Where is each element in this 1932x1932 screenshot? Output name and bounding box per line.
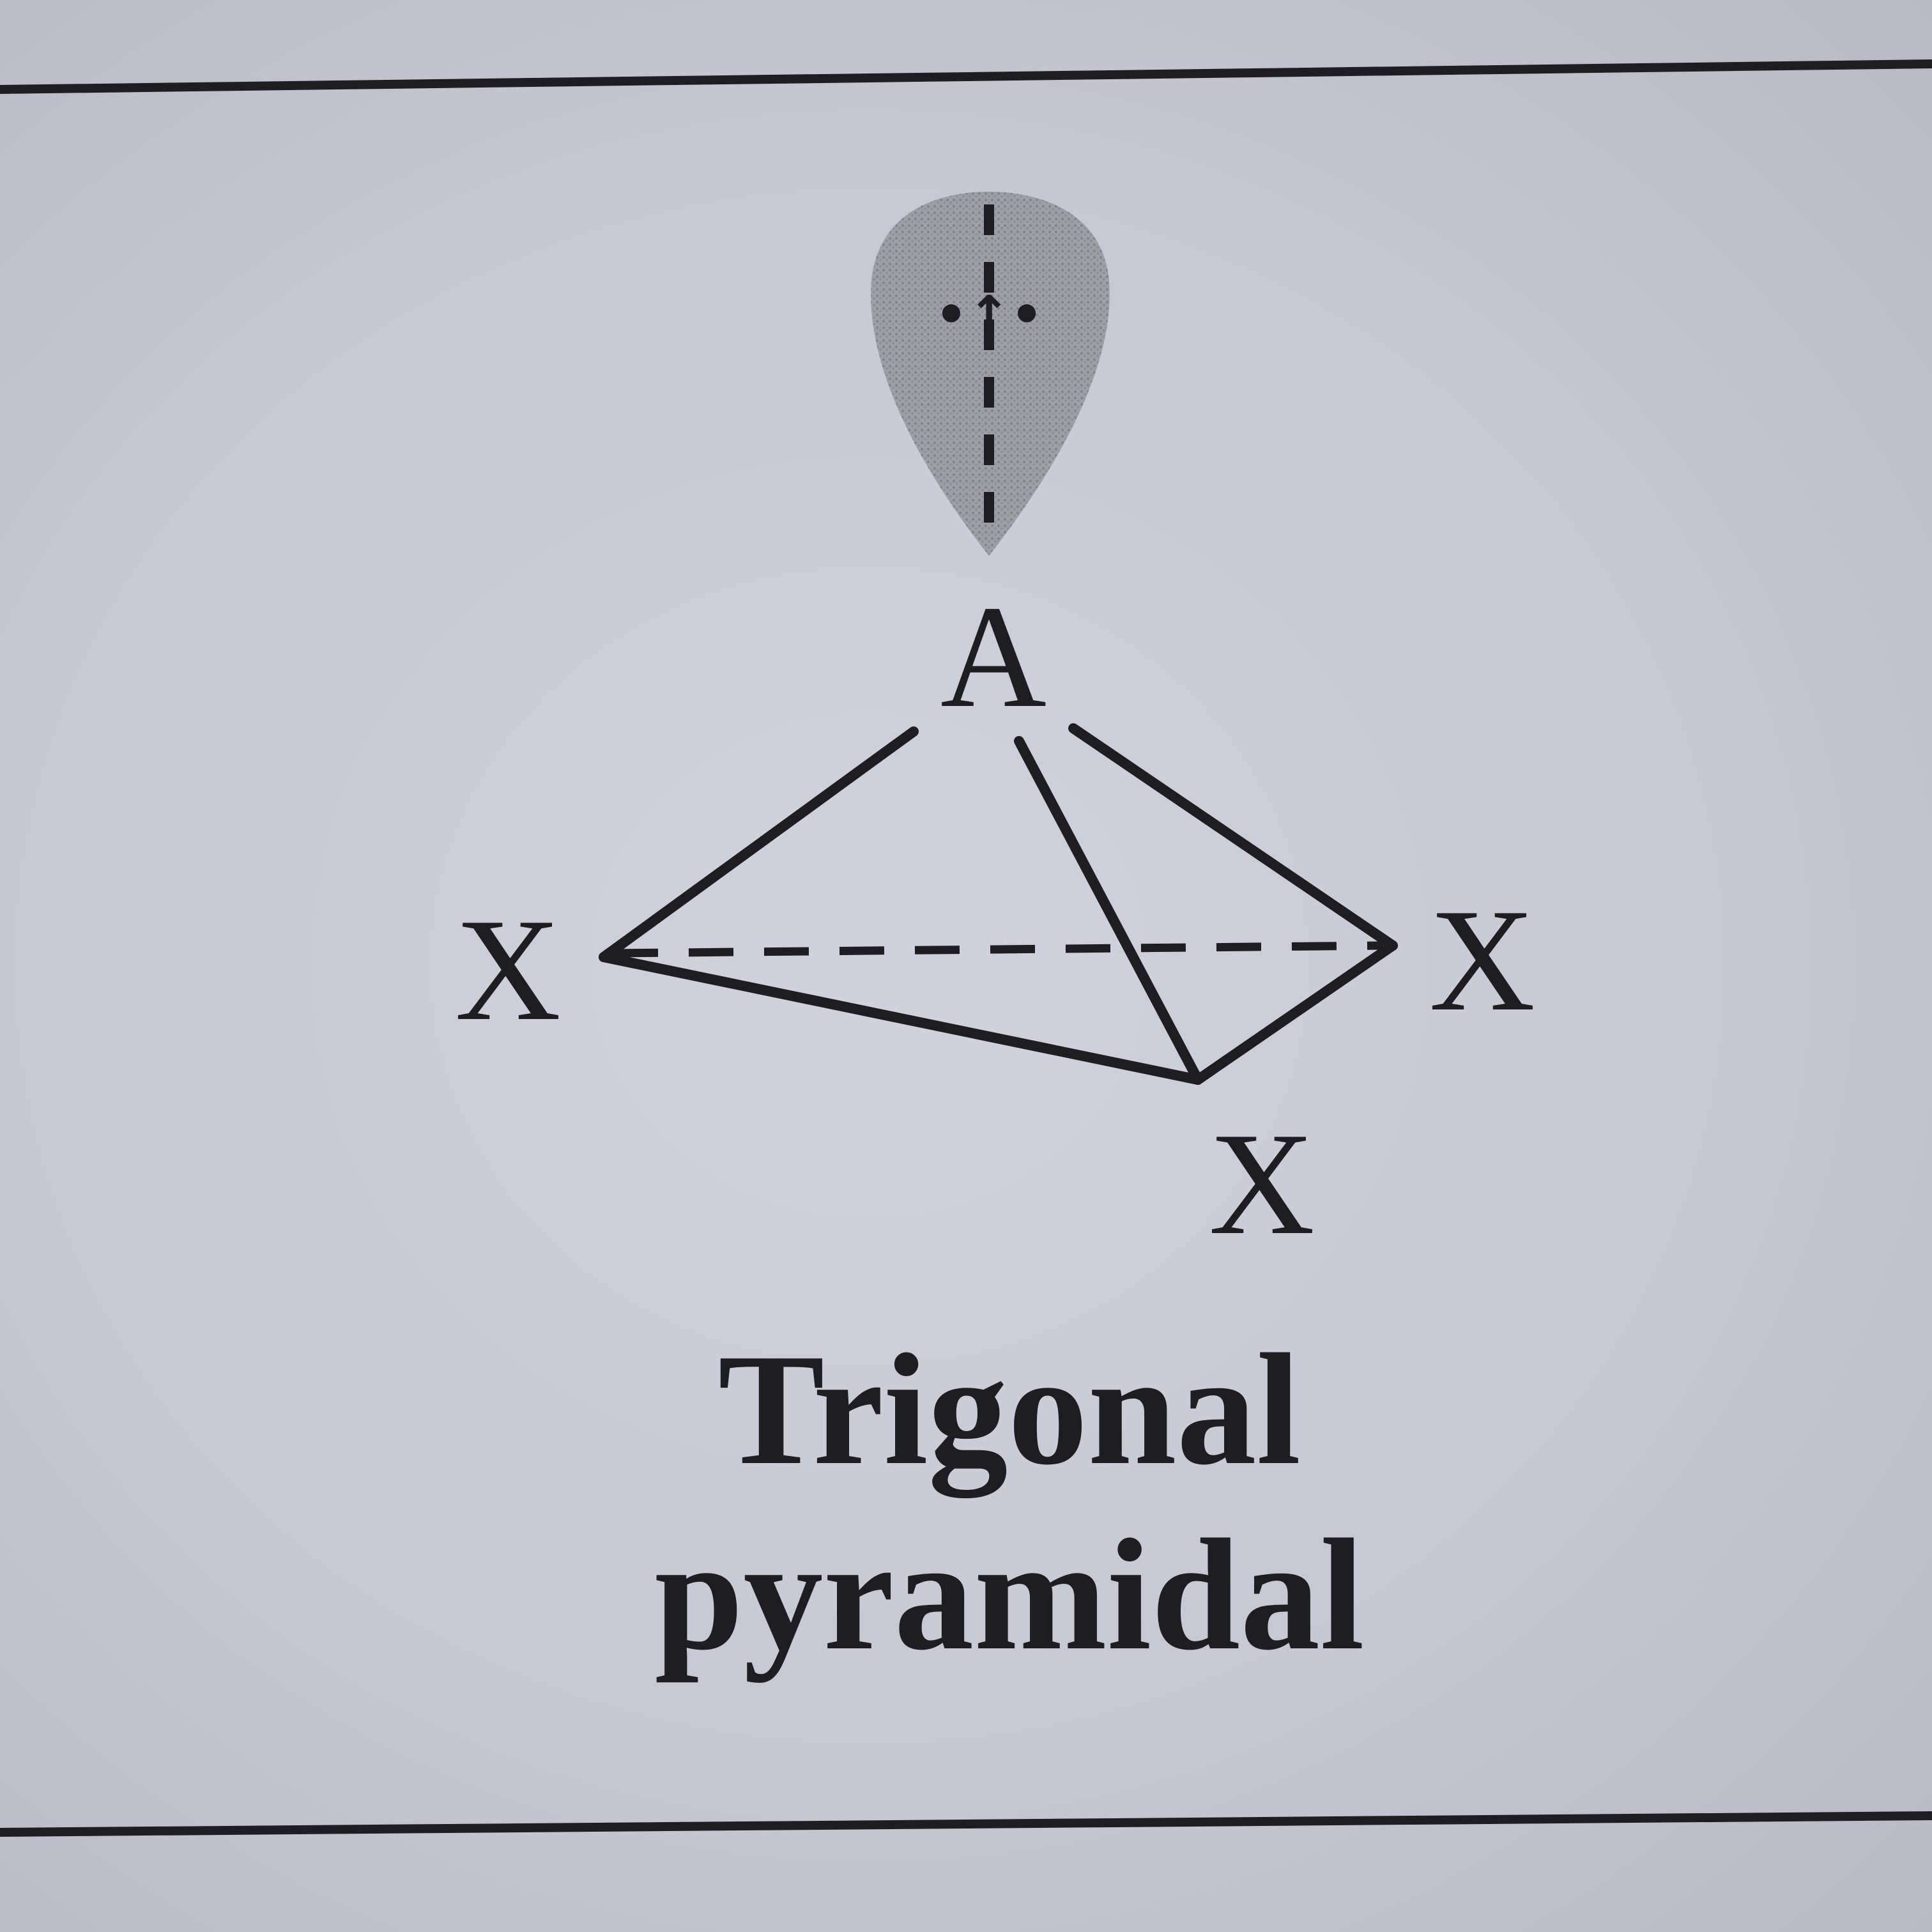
base-front-right [1193, 940, 1398, 1085]
caption-line-2: pyramidal [654, 1506, 1364, 1683]
central-atom-label: A [940, 575, 1046, 738]
ligand-label-left: X [455, 888, 561, 1051]
base-left-right-dashed [613, 941, 1384, 958]
ligand-label-front: X [1209, 1102, 1315, 1265]
lone-pair-electrons: •↑• [935, 285, 1043, 344]
bond-a-left [599, 726, 919, 962]
bottom-rule [0, 1811, 1932, 1837]
lone-pair-lobe [871, 192, 1110, 556]
caption-line-1: Trigonal [718, 1321, 1301, 1498]
base-left-front [599, 952, 1203, 1085]
bond-a-right [1068, 723, 1398, 951]
bond-a-front [1014, 736, 1203, 1085]
ligand-label-right: X [1429, 878, 1535, 1041]
top-rule [0, 59, 1932, 94]
